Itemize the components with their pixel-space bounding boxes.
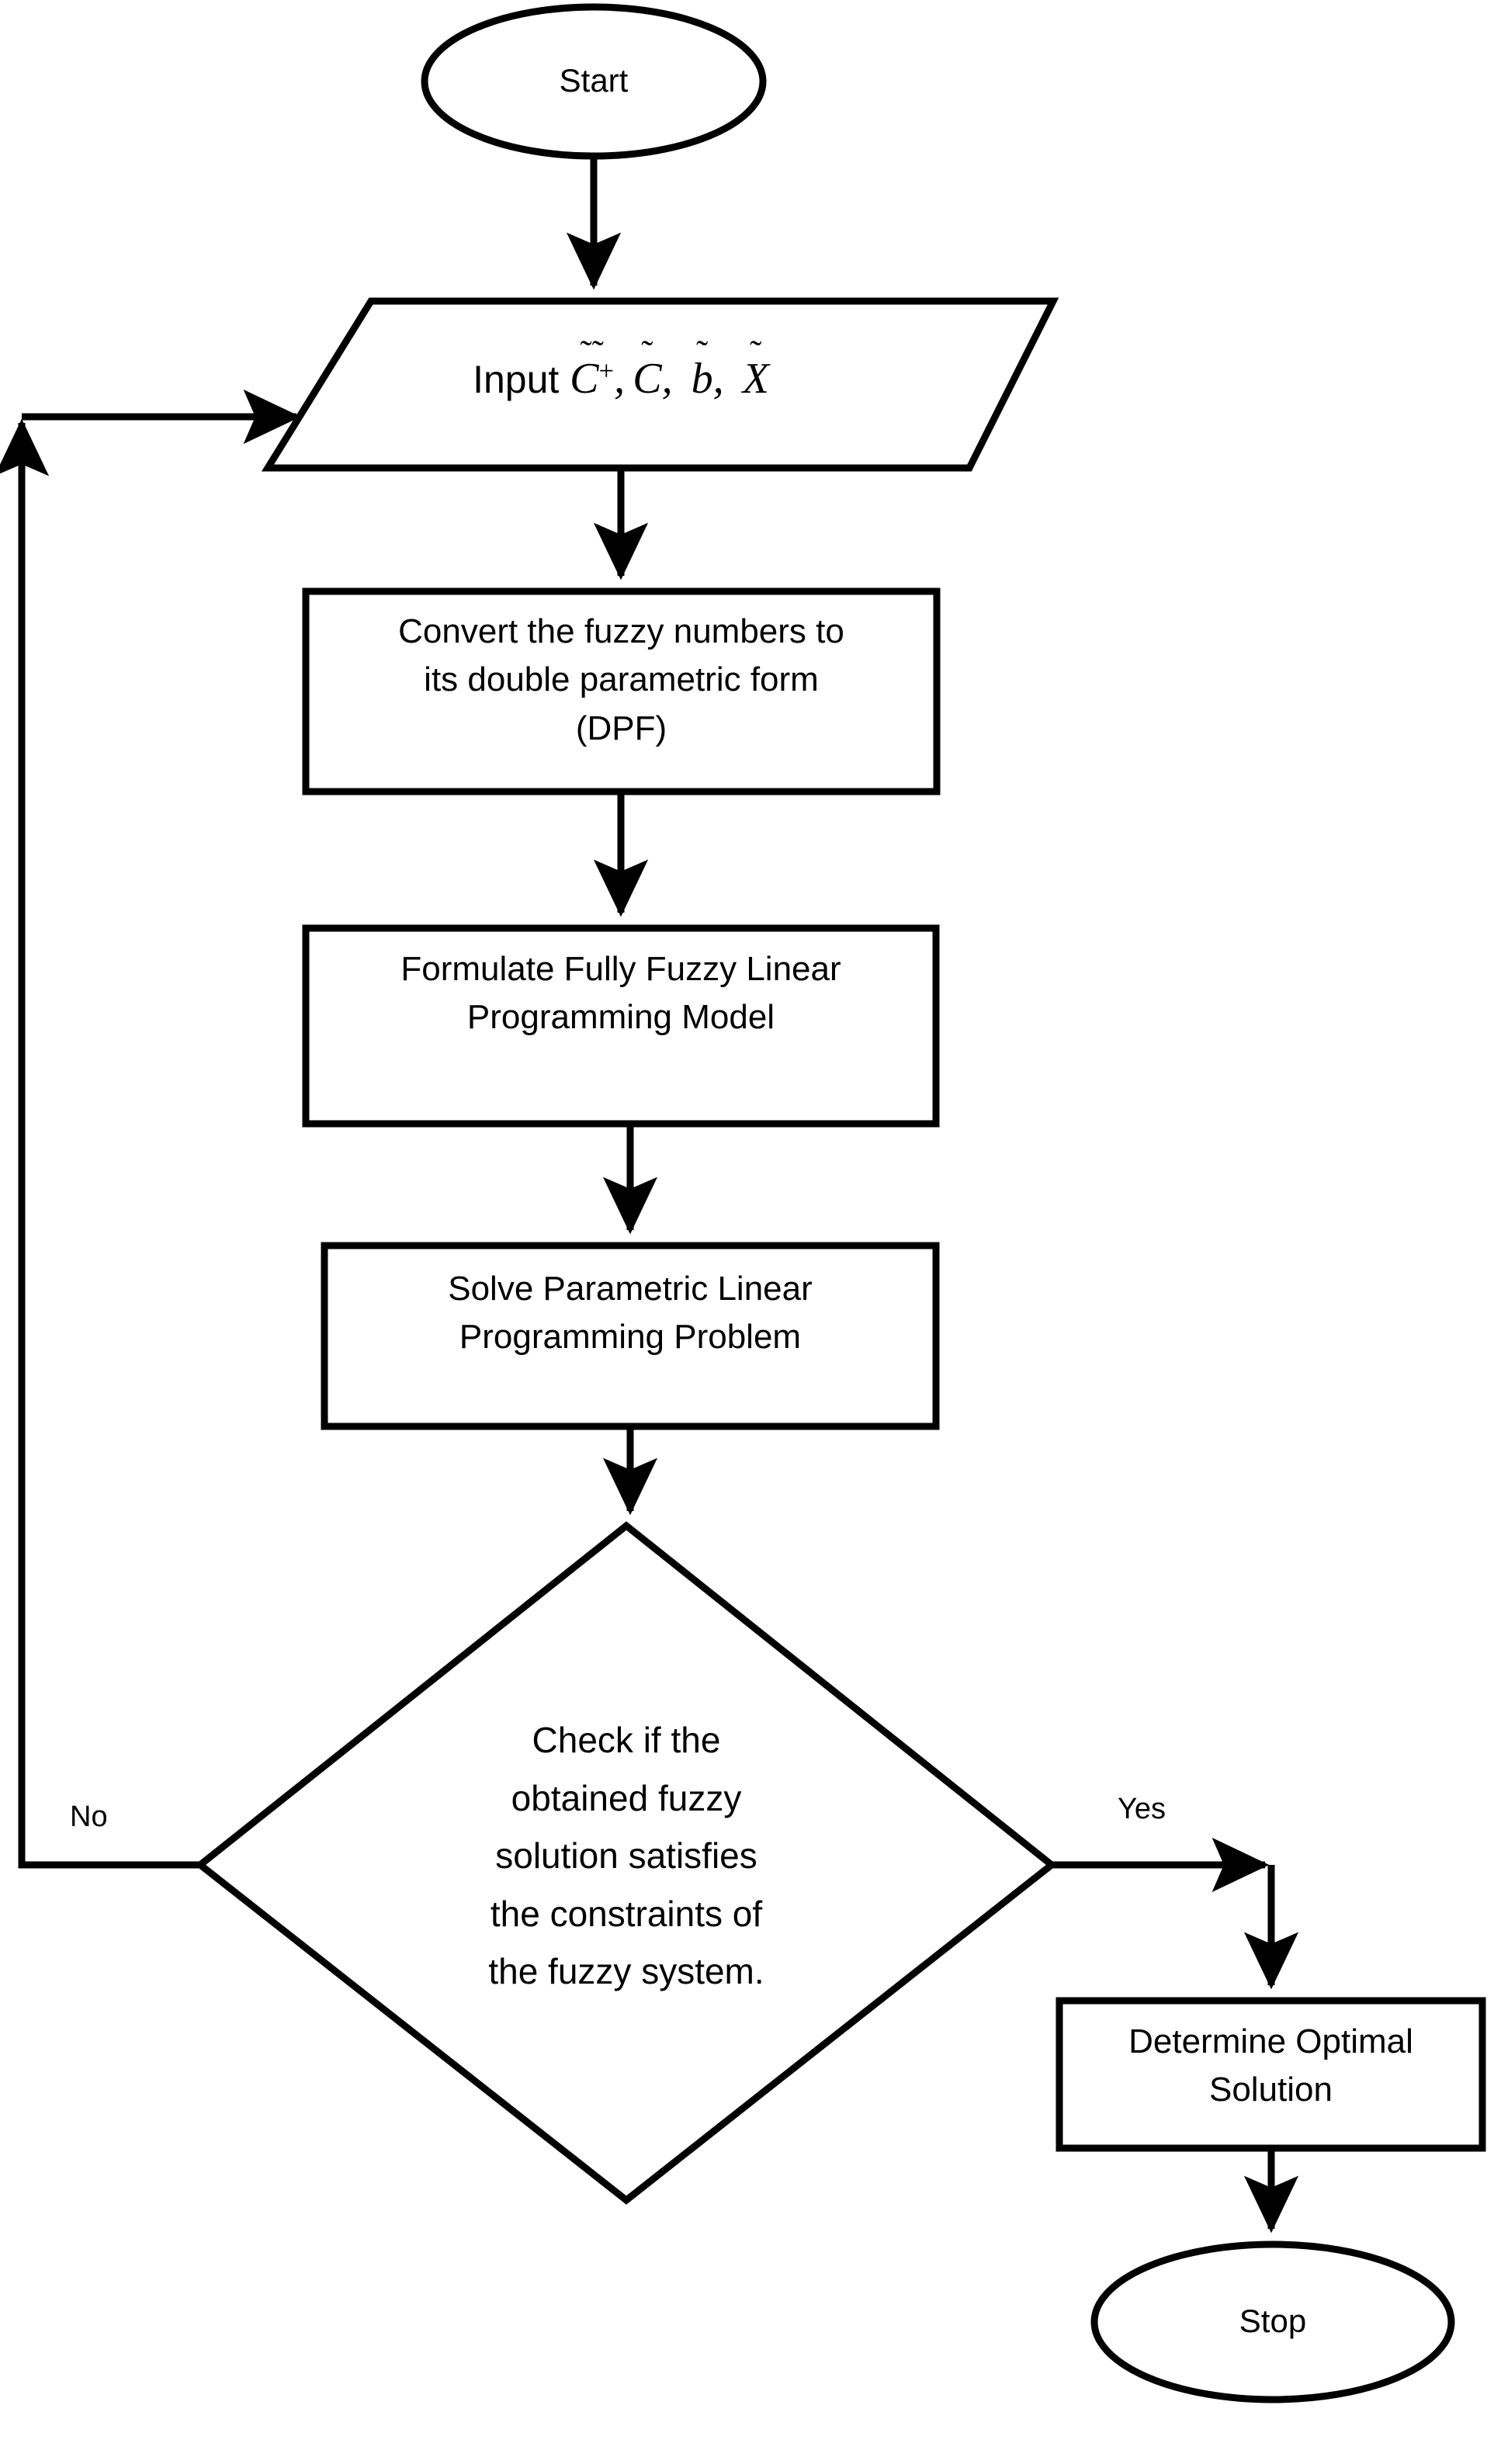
- edge-label-yes: Yes: [1118, 1793, 1166, 1825]
- formulate-process-shape: [302, 924, 940, 1128]
- check-decision-shape: [194, 1521, 1058, 2205]
- input-parallelogram-shape: [261, 297, 1059, 472]
- edge-label-no: No: [70, 1800, 108, 1833]
- start-terminator-shape: [421, 3, 767, 160]
- determine-process-shape: [1056, 1997, 1486, 2152]
- connector-check-no-feedback: [0, 418, 200, 1869]
- solve-process-shape: [321, 1242, 940, 1430]
- stop-terminator-shape: [1090, 2240, 1455, 2403]
- convert-process-shape: [302, 587, 941, 795]
